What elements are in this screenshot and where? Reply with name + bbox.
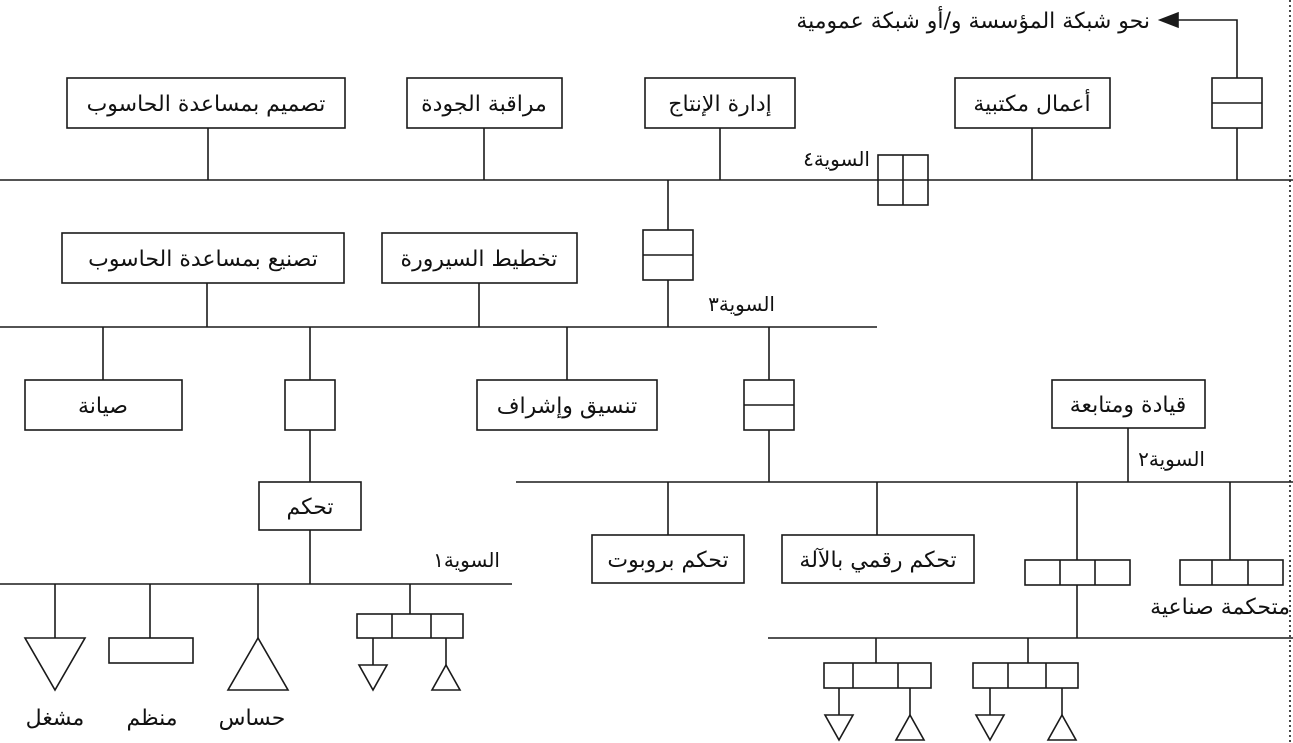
cnc-label: تحكم رقمي بالآلة bbox=[799, 547, 956, 573]
ioA-sensor-triangle bbox=[894, 713, 926, 741]
gateway31-box bbox=[284, 379, 336, 431]
ioB-sensor-triangle bbox=[1046, 713, 1078, 741]
level1-label: السوية١ bbox=[433, 548, 500, 572]
level4-label: السوية٤ bbox=[803, 147, 870, 171]
command-box bbox=[1051, 379, 1206, 429]
production-box bbox=[644, 77, 796, 129]
plc2-box bbox=[1179, 559, 1284, 586]
cad-box bbox=[66, 77, 346, 129]
ioA-actuator-triangle bbox=[823, 714, 855, 742]
io1-actuator-triangle bbox=[357, 664, 389, 692]
plc-label: متحكمة صناعية bbox=[1150, 595, 1290, 620]
maintenance-label: صيانة bbox=[78, 394, 128, 419]
coordination-box bbox=[476, 379, 658, 431]
maintenance-box bbox=[24, 379, 183, 431]
external-link-line bbox=[1175, 19, 1238, 78]
actuator-triangle bbox=[23, 637, 87, 692]
actuator-label: مشغل bbox=[26, 706, 85, 731]
io1-sensor-triangle bbox=[430, 663, 462, 691]
office-box bbox=[954, 77, 1111, 129]
control-box bbox=[258, 481, 362, 531]
control-label: تحكم bbox=[286, 495, 333, 520]
office-label: أعمال مكتبية bbox=[973, 89, 1090, 117]
ioA-box bbox=[823, 662, 932, 689]
ioB-actuator-triangle bbox=[974, 714, 1006, 742]
plc1-box bbox=[1024, 559, 1131, 586]
cam-label: تصنيع بمساعدة الحاسوب bbox=[88, 247, 318, 272]
quality-label: مراقبة الجودة bbox=[421, 92, 547, 117]
cnc-box bbox=[781, 534, 975, 584]
process-box bbox=[381, 232, 578, 284]
robot-box bbox=[591, 534, 745, 584]
coordination-label: تنسيق وإشراف bbox=[497, 394, 638, 419]
sensor-label: حساس bbox=[219, 706, 286, 731]
level2-label: السوية٢ bbox=[1138, 447, 1205, 471]
command-label: قيادة ومتابعة bbox=[1070, 393, 1186, 418]
production-label: إدارة الإنتاج bbox=[668, 92, 772, 117]
sensor-triangle bbox=[226, 636, 290, 691]
external-network-label: نحو شبكة المؤسسة و/أو شبكة عمومية bbox=[796, 6, 1150, 34]
external-arrowhead bbox=[1157, 11, 1179, 29]
cad-label: تصميم بمساعدة الحاسوب bbox=[87, 92, 326, 117]
level3-label: السوية٣ bbox=[708, 292, 775, 316]
ioB-box bbox=[972, 662, 1079, 689]
process-label: تخطيط السيرورة bbox=[401, 247, 558, 272]
quality-box bbox=[406, 77, 563, 129]
regulator-label: منظم bbox=[126, 706, 177, 731]
regulator-box bbox=[108, 637, 194, 664]
cam-box bbox=[61, 232, 345, 284]
io1-box bbox=[356, 613, 464, 639]
robot-label: تحكم بروبوت bbox=[607, 548, 728, 573]
